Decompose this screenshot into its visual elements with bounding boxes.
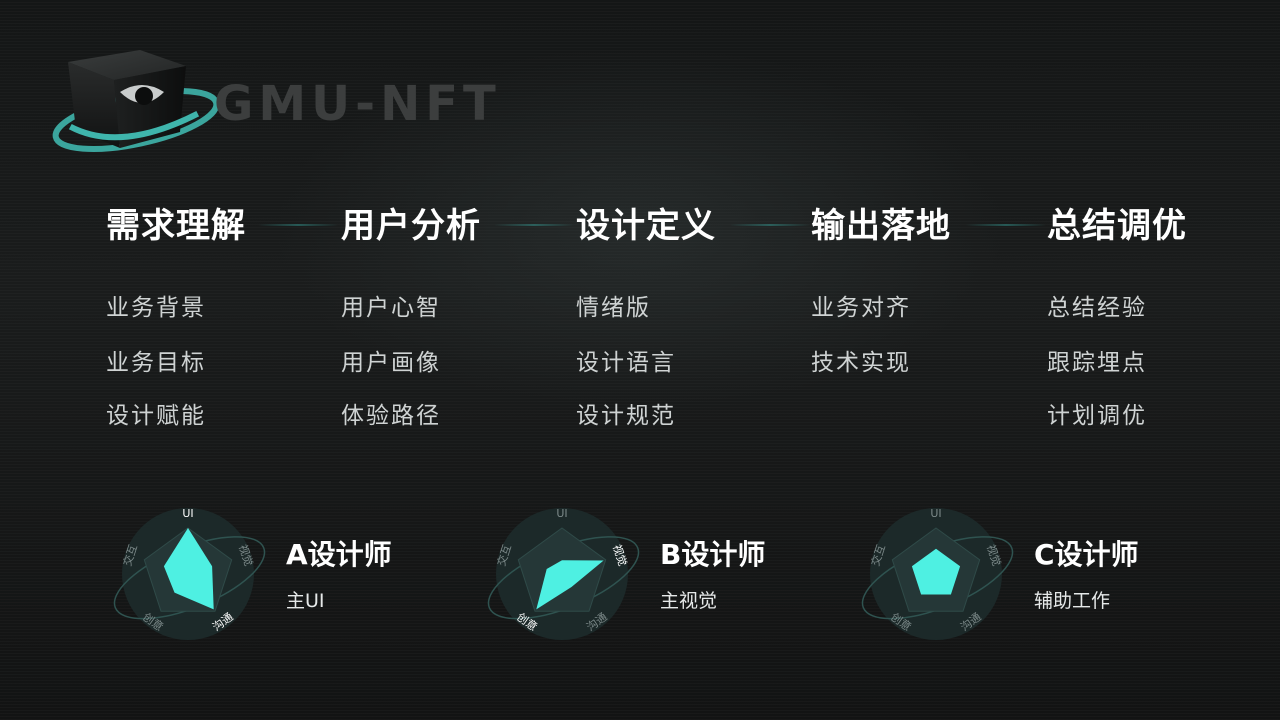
- phase-item: 业务目标: [106, 350, 206, 376]
- phase-requirements: 需求理解 业务背景 业务目标 设计赋能: [106, 200, 306, 429]
- phase-item: 用户画像: [341, 350, 441, 376]
- phase-delivery: 输出落地 业务对齐 技术实现: [811, 200, 1011, 376]
- radar-axis-label: 视觉: [236, 543, 256, 568]
- brand-logo: [48, 40, 508, 160]
- phase-connector: [966, 224, 1046, 226]
- phase-item: 计划调优: [1047, 403, 1147, 429]
- radar-axis-label: UI: [556, 507, 567, 520]
- designer-role: 主视觉: [660, 590, 718, 612]
- phase-connector: [258, 224, 338, 226]
- phase-title: 总结调优: [1047, 206, 1187, 246]
- radar-axis-label: 交互: [120, 543, 140, 568]
- designer-name: A设计师: [286, 538, 392, 571]
- phase-item: 体验路径: [341, 403, 441, 429]
- process-phases: 需求理解 业务背景 业务目标 设计赋能 用户分析 用户心智 用户画像 体验路径 …: [106, 200, 1247, 429]
- designer-name: C设计师: [1034, 538, 1139, 571]
- designer-role: 主UI: [286, 590, 325, 612]
- phase-title: 设计定义: [576, 206, 716, 246]
- radar-axis-label: 交互: [494, 543, 514, 568]
- phase-item: 情绪版: [576, 295, 651, 321]
- phase-item: 业务对齐: [811, 295, 911, 321]
- radar-axis-label: UI: [182, 507, 193, 520]
- phase-item: 业务背景: [106, 295, 206, 321]
- phase-item: 用户心智: [341, 295, 441, 321]
- radar-axis-label: UI: [930, 507, 941, 520]
- eye-cube-icon: [52, 50, 220, 153]
- phase-item: 跟踪埋点: [1047, 350, 1147, 376]
- phase-title: 用户分析: [341, 206, 481, 246]
- phase-connector: [730, 224, 810, 226]
- radar-axis-label: 交互: [868, 543, 888, 568]
- radar-score-area: [911, 548, 961, 595]
- designer-role: 辅助工作: [1034, 590, 1111, 612]
- phase-title: 需求理解: [106, 206, 246, 246]
- phase-review: 总结调优 总结经验 跟踪埋点 计划调优: [1047, 200, 1247, 429]
- radar-axis-label: 视觉: [610, 543, 630, 568]
- phase-title: 输出落地: [811, 206, 951, 246]
- radar-axis-label: 视觉: [984, 543, 1004, 568]
- phase-item: 技术实现: [811, 350, 911, 376]
- phase-design-definition: 设计定义 情绪版 设计语言 设计规范: [576, 200, 776, 429]
- phase-item: 设计规范: [576, 403, 676, 429]
- phase-user-analysis: 用户分析 用户心智 用户画像 体验路径: [341, 200, 541, 429]
- brand-name: GMU-NFT: [214, 76, 501, 132]
- phase-item: 设计语言: [576, 350, 676, 376]
- phase-connector: [494, 224, 574, 226]
- radar-score-area: [536, 560, 604, 610]
- designer-name: B设计师: [660, 538, 766, 571]
- radar-score-area: [163, 528, 214, 610]
- phase-item: 总结经验: [1047, 295, 1147, 321]
- phase-item: 设计赋能: [106, 403, 206, 429]
